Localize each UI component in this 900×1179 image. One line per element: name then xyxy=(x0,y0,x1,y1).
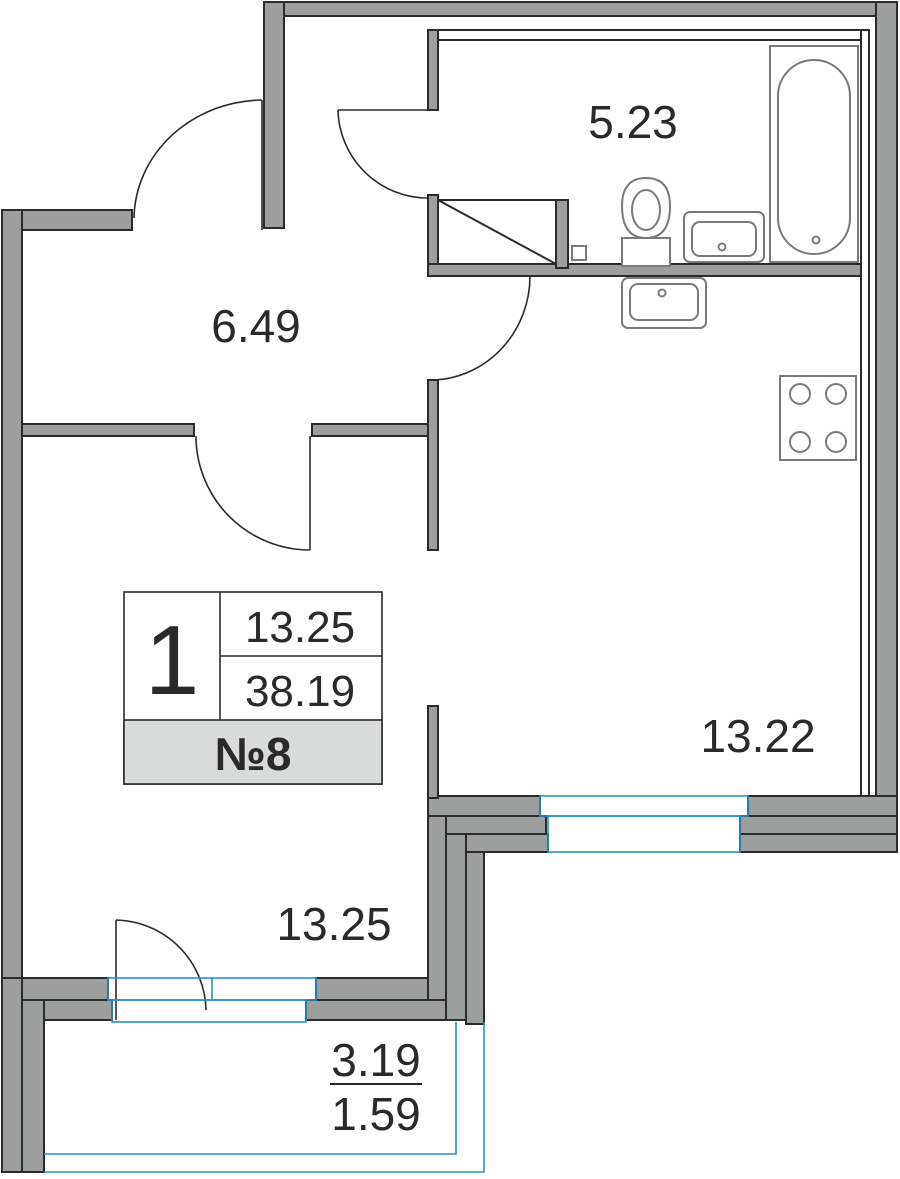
wall-step-3 xyxy=(465,833,485,1025)
wall-bath-top-inner xyxy=(437,29,862,41)
bath-sink-basin xyxy=(691,221,757,257)
wall-left xyxy=(1,209,23,979)
wall-living-bottom xyxy=(315,977,429,1001)
stove-burner xyxy=(789,431,811,453)
toilet-tank xyxy=(621,237,671,267)
wall-right-inner-line xyxy=(860,29,870,797)
kitchen-window-outer xyxy=(539,795,749,817)
bathroom-door-arc xyxy=(337,109,429,199)
info-total-area: 38.19 xyxy=(245,667,355,716)
wall-kitchen-bottom-r3 xyxy=(739,833,898,853)
closet-box xyxy=(437,199,557,265)
wall-kitchen-bottom-l3 xyxy=(465,833,549,853)
wall-hall-kitchen-upper xyxy=(427,379,439,551)
living-window-inner xyxy=(111,999,307,1023)
info-living-area: 13.25 xyxy=(245,603,355,652)
toilet-seat-inner xyxy=(631,189,661,231)
room-labels: 5.23 6.49 13.22 13.25 3.19 1.59 xyxy=(211,96,815,1140)
vent-square xyxy=(571,245,587,261)
bath-sink-drain xyxy=(717,242,727,252)
entrance-door-arc xyxy=(133,99,263,219)
apartment-number-panel xyxy=(123,719,383,785)
stove-burner xyxy=(789,383,811,405)
bathtub-inner xyxy=(777,59,851,255)
wall-hall-living-left xyxy=(21,423,195,437)
kitchen-area: 13.22 xyxy=(700,710,815,762)
kitchen-window-inner xyxy=(547,815,741,853)
windows xyxy=(44,795,749,1173)
living-door-arc xyxy=(195,435,311,551)
apartment-number: №8 xyxy=(215,728,292,780)
wall-shaft xyxy=(555,199,569,269)
wall-hall-living-right xyxy=(311,423,439,437)
stove-burner xyxy=(825,383,847,405)
wall-step-2 xyxy=(445,815,467,1021)
balcony-glazing-outer xyxy=(44,1022,485,1173)
balcony-reduced-area: 1.59 xyxy=(331,1088,421,1140)
wall-balcony-left-2 xyxy=(21,999,45,1173)
kitchen-sink-drain xyxy=(657,288,667,298)
wall-bath-left-top xyxy=(427,29,439,111)
kitchen-door-arc xyxy=(429,275,531,381)
wall-top xyxy=(263,1,898,17)
bathtub-drain xyxy=(811,235,821,245)
shaft-closet xyxy=(437,199,587,265)
wall-kitchen-bottom-l2 xyxy=(445,815,547,835)
balcony-glazing-inner xyxy=(44,1022,457,1155)
balcony-total-area: 3.19 xyxy=(331,1034,421,1086)
wall-kitchen-bottom-r xyxy=(747,795,898,817)
wall-living-kitchen xyxy=(427,705,439,799)
apartment-info-box: 1 13.25 38.19 №8 xyxy=(123,591,383,785)
wall-kitchen-bottom-r2 xyxy=(739,815,898,835)
balcony-door-arc xyxy=(115,919,207,1011)
doors xyxy=(115,99,531,1020)
stove-burner xyxy=(825,431,847,453)
wall-balcony-left xyxy=(1,977,23,1173)
rooms-count: 1 xyxy=(145,605,200,715)
closet-diagonal xyxy=(437,199,557,265)
hallway-area: 6.49 xyxy=(211,300,301,352)
wall-living-bottom-2 xyxy=(305,999,447,1021)
wall-entry-left xyxy=(263,1,285,229)
fixtures xyxy=(620,45,859,461)
kitchen-sink-basin xyxy=(629,283,699,321)
bathroom-area: 5.23 xyxy=(588,96,678,148)
wall-kitchen-bottom-l xyxy=(427,795,541,817)
living-area: 13.25 xyxy=(276,898,391,950)
wall-right xyxy=(875,1,898,797)
